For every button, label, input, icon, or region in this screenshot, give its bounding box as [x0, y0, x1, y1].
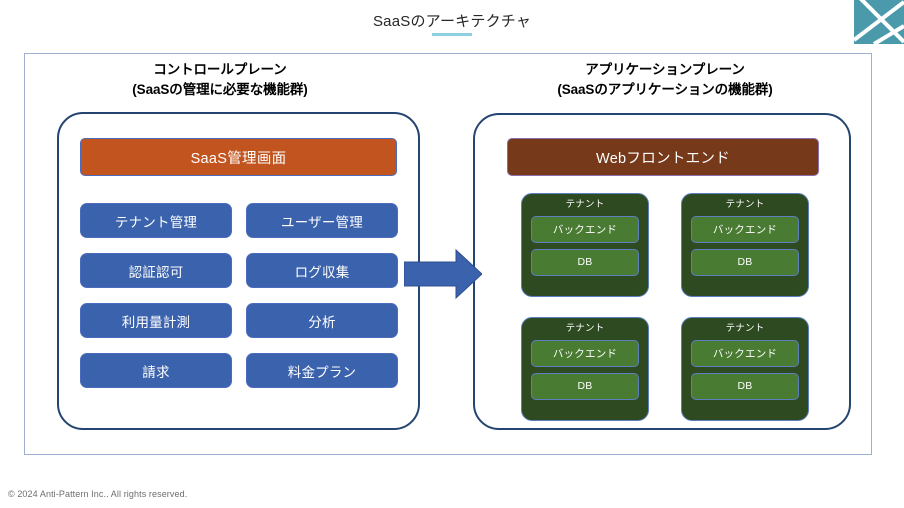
feature-box-analytics: 分析	[246, 303, 398, 338]
tenant-backend-box: バックエンド	[531, 215, 639, 243]
tenant-card: テナント バックエンド DB	[521, 317, 649, 421]
tenant-backend-box: バックエンド	[531, 339, 639, 367]
control-plane-feature-grid: テナント管理 ユーザー管理 認証認可 ログ収集 利用量計測 分析 請求 料金プラ…	[80, 203, 398, 388]
tenant-label: テナント	[565, 323, 605, 334]
tenant-backend-box: バックエンド	[691, 215, 799, 243]
tenant-label: テナント	[565, 199, 605, 210]
web-frontend-box: Webフロントエンド	[507, 138, 819, 176]
application-plane-heading: アプリケーションプレーン (SaaSのアプリケーションの機能群)	[465, 60, 865, 99]
feature-box-pricing-plan: 料金プラン	[246, 353, 398, 388]
title-underline	[432, 33, 472, 36]
feature-box-billing: 請求	[80, 353, 232, 388]
tenant-grid: テナント バックエンド DB テナント バックエンド DB テナント バックエン…	[521, 193, 809, 421]
feature-box-usage-metering: 利用量計測	[80, 303, 232, 338]
feature-box-user-management: ユーザー管理	[246, 203, 398, 238]
page-title: SaaSのアーキテクチャ	[372, 13, 532, 30]
control-plane-heading-line1: コントロールプレーン	[153, 62, 287, 77]
tenant-card: テナント バックエンド DB	[521, 193, 649, 297]
tenant-card: テナント バックエンド DB	[681, 317, 809, 421]
tenant-label: テナント	[725, 323, 765, 334]
copyright-footer: © 2024 Anti-Pattern Inc.. All rights res…	[8, 489, 188, 499]
feature-box-tenant-management: テナント管理	[80, 203, 232, 238]
tenant-label: テナント	[725, 199, 765, 210]
tenant-db-box: DB	[531, 372, 639, 400]
tenant-db-box: DB	[691, 372, 799, 400]
feature-box-auth: 認証認可	[80, 253, 232, 288]
application-plane-heading-line1: アプリケーションプレーン	[585, 62, 745, 77]
tenant-backend-box: バックエンド	[691, 339, 799, 367]
feature-box-log-collection: ログ収集	[246, 253, 398, 288]
application-plane-heading-line2: (SaaSのアプリケーションの機能群)	[557, 81, 773, 97]
control-plane-heading-line2: (SaaSの管理に必要な機能群)	[132, 81, 308, 97]
tenant-db-box: DB	[531, 248, 639, 276]
flow-arrow-icon	[403, 248, 483, 300]
control-plane-heading: コントロールプレーン (SaaSの管理に必要な機能群)	[40, 60, 400, 99]
tenant-card: テナント バックエンド DB	[681, 193, 809, 297]
tenant-db-box: DB	[691, 248, 799, 276]
saas-admin-console-box: SaaS管理画面	[80, 138, 397, 176]
anti-pattern-logo	[840, 0, 904, 52]
